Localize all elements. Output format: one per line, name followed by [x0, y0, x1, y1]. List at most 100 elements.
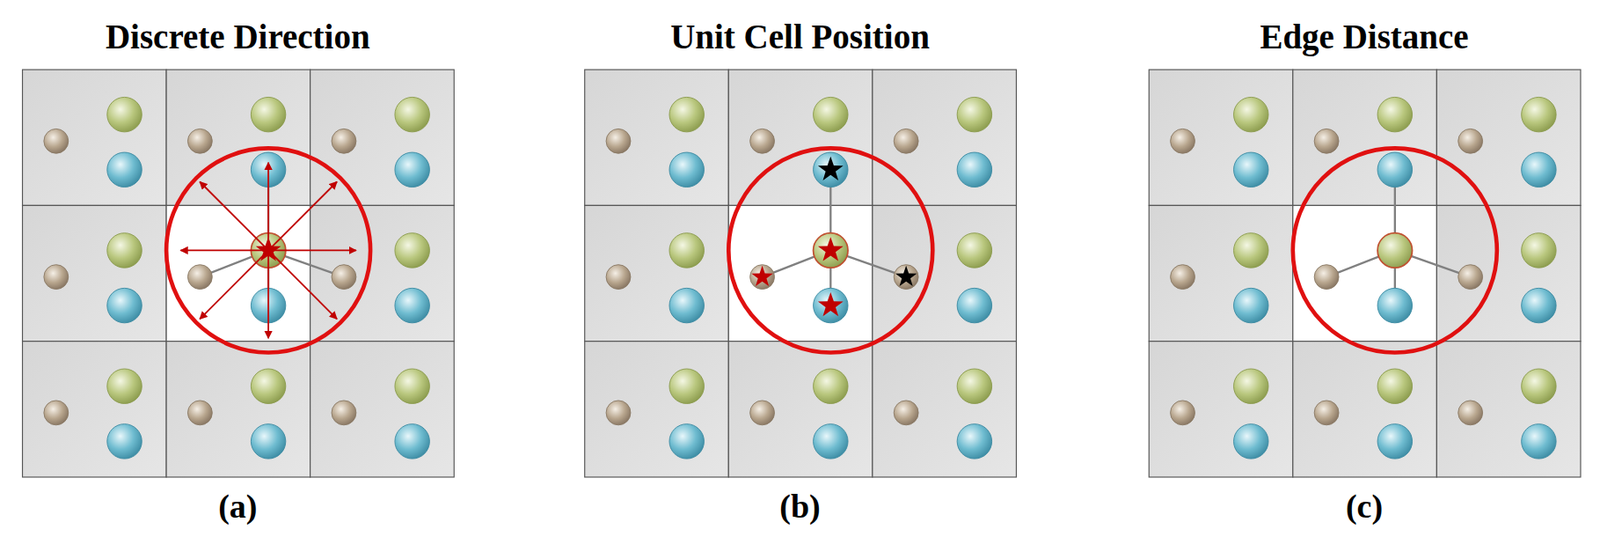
atom-green [957, 233, 992, 268]
unit-cell [728, 341, 873, 477]
atom-green [250, 96, 285, 132]
unit-cell [310, 204, 455, 341]
atom-blue [813, 287, 848, 322]
atom-small [1170, 400, 1196, 425]
atom-blue [1377, 152, 1412, 187]
unit-cell [310, 341, 455, 477]
atom-green [669, 96, 704, 132]
atom-blue [1234, 287, 1269, 322]
atom-small [893, 128, 919, 154]
atom-small [1314, 400, 1339, 425]
unit-cell [872, 204, 1017, 341]
atom-green [1234, 368, 1269, 403]
unit-cell [872, 69, 1017, 205]
unit-cell [22, 69, 168, 205]
atom-blue [250, 423, 285, 459]
atom-small [1314, 264, 1339, 290]
atom-small [893, 400, 919, 425]
atom-green [1234, 233, 1269, 268]
atom-small [606, 400, 631, 425]
atom-blue [1521, 152, 1557, 187]
atom-blue [107, 152, 142, 187]
panel-title: Edge Distance [1259, 15, 1469, 56]
atom-green [394, 368, 430, 403]
atom-small [187, 400, 212, 425]
atom-small [893, 264, 919, 290]
unit-cell [1436, 341, 1581, 477]
atom-green [107, 233, 142, 268]
unit-cell [1148, 69, 1294, 205]
atom-blue [813, 152, 848, 187]
atom-green [107, 368, 142, 403]
atom-green [1521, 368, 1557, 403]
star-marker [751, 265, 773, 286]
atom-blue [1234, 152, 1269, 187]
atom-small [606, 128, 631, 154]
atom-small [187, 128, 212, 154]
direction-arrow [268, 249, 357, 252]
atom-blue [1521, 423, 1557, 459]
atom-blue [669, 423, 704, 459]
lattice-panel [1148, 69, 1581, 477]
atom-green [394, 233, 430, 268]
atom-small [1458, 128, 1484, 154]
direction-arrow [268, 249, 337, 319]
panel-title: Unit Cell Position [670, 15, 930, 56]
atom-green [250, 368, 285, 403]
atom-small [43, 400, 69, 425]
atom-blue [957, 423, 992, 459]
unit-cell [1148, 204, 1294, 341]
atom-blue [394, 152, 430, 187]
atom-small [43, 128, 69, 154]
atom-blue [1234, 423, 1269, 459]
unit-cell [584, 341, 730, 477]
atom-small [750, 400, 775, 425]
unit-cell [22, 341, 168, 477]
atom-green [1377, 233, 1412, 268]
atom-small [750, 264, 775, 290]
atom-small [1170, 264, 1196, 290]
unit-cell [584, 204, 730, 341]
atom-green [394, 96, 430, 132]
atom-blue [1521, 287, 1557, 322]
star-marker [818, 292, 844, 316]
atom-blue [669, 152, 704, 187]
atom-green [1377, 368, 1412, 403]
atom-green [1521, 233, 1557, 268]
atom-green [669, 233, 704, 268]
atom-blue [669, 287, 704, 322]
lattice-panel [584, 69, 1017, 477]
cutoff-circle [728, 147, 933, 352]
atom-green [813, 233, 848, 268]
atom-blue [394, 423, 430, 459]
unit-cell [22, 204, 168, 341]
atom-small [1170, 128, 1196, 154]
direction-arrow [267, 249, 270, 338]
panel-title: Discrete Direction [105, 15, 371, 56]
unit-cell [872, 341, 1017, 477]
atom-green [1521, 96, 1557, 132]
unit-cell [1148, 341, 1294, 477]
atom-blue [1377, 287, 1412, 322]
cutoff-circle [166, 147, 371, 352]
star-marker [255, 236, 282, 261]
star-marker [895, 265, 917, 286]
star-marker [818, 156, 844, 181]
atom-small [187, 264, 212, 290]
atom-blue [107, 423, 142, 459]
atom-small [1314, 128, 1339, 154]
unit-cell [728, 204, 873, 341]
atom-green [1377, 96, 1412, 132]
atom-small [606, 264, 631, 290]
star-marker [818, 236, 844, 261]
atom-green [1234, 96, 1269, 132]
atom-small [331, 264, 357, 290]
atom-blue [813, 423, 848, 459]
direction-arrow [180, 249, 269, 252]
panel-label: (c) [1345, 486, 1383, 526]
cutoff-circle [1293, 147, 1498, 352]
atom-small [43, 264, 69, 290]
unit-cell [310, 69, 455, 205]
atom-small [750, 128, 775, 154]
